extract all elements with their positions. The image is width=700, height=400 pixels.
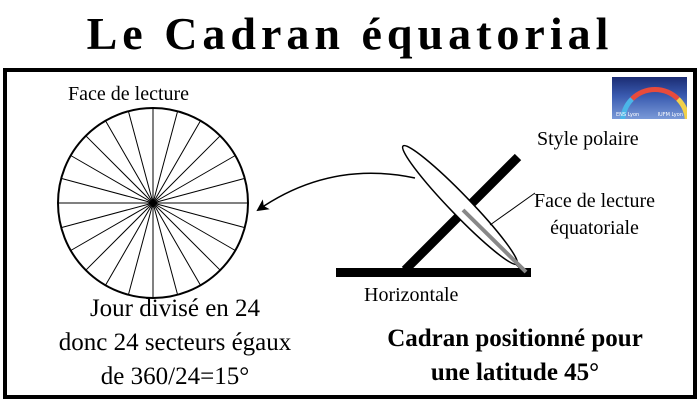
dial-sector-line (70, 202, 154, 251)
dial-sector-line (152, 202, 179, 295)
dial-sector-line (152, 177, 245, 204)
diagram-frame (3, 68, 697, 399)
dial-sector-line (152, 111, 179, 204)
dial-sector-line (61, 202, 154, 229)
day-division-line3: de 360/24=15° (100, 363, 250, 390)
logo-text-ens: ENS Lyon (616, 112, 640, 118)
dial-sector-line (152, 202, 245, 229)
dial-sector-line (61, 177, 154, 204)
dial-sector-line (152, 155, 236, 204)
dial-sector-line (152, 202, 236, 251)
logo-text-iufm: IUFM Lyon (657, 112, 683, 118)
equatorial-face-label-line1: Face de lecture (533, 190, 656, 212)
dial-sector-line (152, 135, 221, 204)
projection-arrow (256, 172, 416, 212)
hour-dial (57, 107, 249, 299)
dial-sector-lines (58, 108, 248, 298)
equatorial-face-label: Face de lecture équatoriale (527, 188, 662, 242)
horizontal-label: Horizontale (364, 284, 459, 306)
dial-sector-line (105, 120, 154, 204)
latitude-caption-line1: Cadran positionné pour (387, 325, 643, 352)
dial-sector-line (127, 202, 154, 295)
latitude-caption-line2: une latitude 45° (430, 359, 600, 386)
day-division-line2: donc 24 secteurs égaux (58, 329, 292, 356)
dial-sector-line (85, 135, 154, 204)
equatorial-face-label-line2: équatoriale (550, 217, 639, 239)
dial-sector-line (127, 111, 154, 204)
dial-sector-line (105, 202, 154, 286)
day-division-line1: Jour divisé en 24 (89, 295, 261, 322)
face-eq-leader (489, 192, 536, 226)
dial-sector-line (70, 155, 154, 204)
day-division-text: Jour divisé en 24 donc 24 secteurs égaux… (30, 292, 320, 394)
horizontal-base (336, 268, 531, 277)
style-polaire-label: Style polaire (537, 128, 639, 150)
latitude-caption: Cadran positionné pour une latitude 45° (345, 322, 685, 390)
institution-logo: ENS Lyon IUFM Lyon (612, 77, 687, 119)
dial-sector-line (152, 202, 201, 286)
reading-face-edge (461, 208, 528, 274)
dial-face-label: Face de lecture (68, 83, 190, 105)
dial-sector-line (152, 120, 201, 204)
dial-sector-line (85, 202, 154, 271)
page-title: Le Cadran équatorial (86, 8, 614, 59)
dial-sector-line (152, 202, 221, 271)
